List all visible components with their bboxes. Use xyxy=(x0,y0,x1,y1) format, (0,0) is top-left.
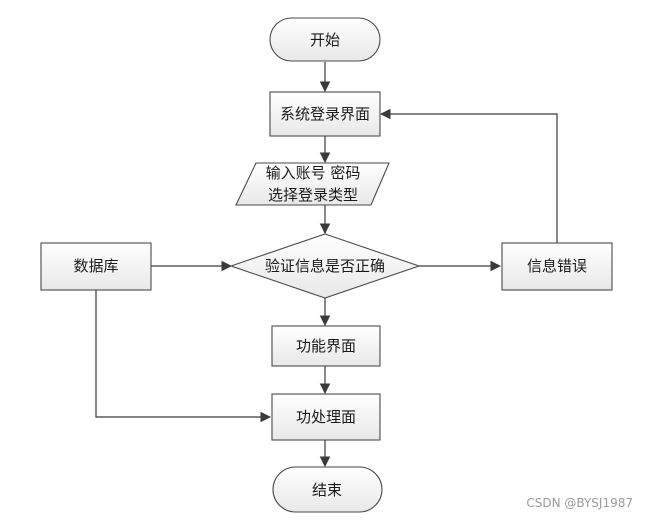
login-page-label: 系统登录界面 xyxy=(280,105,370,123)
processing-box xyxy=(271,393,381,441)
login-page-box xyxy=(269,91,381,137)
end-terminal xyxy=(272,466,383,513)
arrow-error-to-login xyxy=(379,108,558,243)
end-label: 结束 xyxy=(312,481,342,499)
watermark-text: CSDN @BYSJ1987 xyxy=(526,496,633,510)
database-box xyxy=(40,242,152,291)
function-page-box xyxy=(271,325,381,367)
function-page-label: 功能界面 xyxy=(296,337,356,355)
database-label: 数据库 xyxy=(73,257,118,275)
start-label: 开始 xyxy=(310,31,340,49)
input-label-line2: 选择登录类型 xyxy=(268,186,358,204)
verify-decision xyxy=(229,233,421,299)
error-label: 信息错误 xyxy=(527,257,587,275)
input-parallelogram xyxy=(235,162,390,206)
start-terminal xyxy=(269,17,381,62)
processing-label: 功处理面 xyxy=(296,408,356,426)
verify-label: 验证信息是否正确 xyxy=(265,257,385,275)
input-label-line1: 输入账号 密码 xyxy=(266,164,361,182)
error-box xyxy=(501,242,613,291)
arrow-database-to-processing xyxy=(95,290,272,423)
